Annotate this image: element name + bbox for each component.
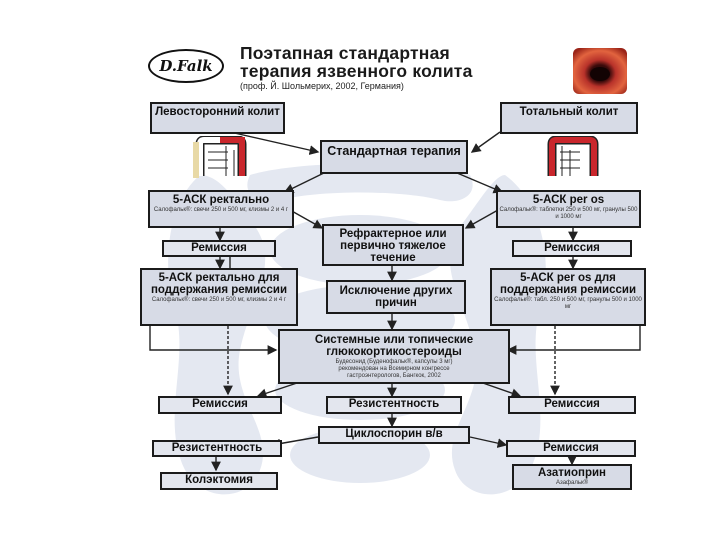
resistance-left-label: Резистентность [171, 442, 263, 454]
asa-rectal-detail: Салофальк®: свечи 250 и 500 мг, клизмы 2… [153, 207, 289, 213]
left-colitis-label: Левосторонний колит [155, 106, 280, 118]
asa-rectal-maint-detail: Салофальк®: свечи 250 и 500 мг, клизмы 2… [151, 297, 287, 303]
steroids-detail-1: Будесонид (Буденофальк®, капсулы 3 мг) [335, 359, 453, 365]
asa-oral-maint-title: 5-АСК per os для поддержания ремиссии [499, 272, 637, 296]
colectomy-label: Колэктомия [185, 474, 253, 486]
refractory-label: Рефрактерное или первично тяжелое течени… [339, 228, 447, 264]
asa-oral-maint-box: 5-АСК per os для поддержания ремиссии Са… [490, 268, 646, 326]
exclusion-box: Исключение других причин [326, 280, 466, 314]
remission-right-1-box: Ремиссия [512, 240, 632, 257]
asa-oral-maint-detail: Салофальк®: табл. 250 и 500 мг, гранулы … [494, 297, 642, 310]
asa-oral-title: 5-АСК per os [532, 194, 605, 206]
asa-rectal-maint-box: 5-АСК ректально для поддержания ремиссии… [140, 268, 298, 326]
azathioprine-detail: Азафальк® [555, 480, 589, 486]
steroids-title: Системные или топические глюкокортикосте… [314, 334, 474, 358]
cyclosporin-box: Циклоспорин в/в [318, 426, 470, 444]
asa-oral-box: 5-АСК per os Салофальк®: таблетки 250 и … [496, 190, 641, 228]
remission-left-2-box: Ремиссия [158, 396, 282, 414]
resistance-center-label: Резистентность [348, 398, 440, 410]
colon-right-icon [547, 136, 599, 176]
title-line-2: терапия язвенного колита [240, 61, 473, 81]
colectomy-box: Колэктомия [160, 472, 278, 490]
azathioprine-box: Азатиоприн Азафальк® [512, 464, 632, 490]
left-colitis-box: Левосторонний колит [150, 102, 285, 134]
colon-left-icon [193, 136, 247, 178]
total-colitis-box: Тотальный колит [500, 102, 638, 134]
asa-rectal-maint-title: 5-АСК ректально для поддержания ремиссии [150, 272, 288, 296]
standard-therapy-box: Стандартная терапия [320, 140, 468, 174]
asa-rectal-box: 5-АСК ректально Салофальк®: свечи 250 и … [148, 190, 294, 228]
steroids-box: Системные или топические глюкокортикосте… [278, 329, 510, 384]
remission-left-1-box: Ремиссия [162, 240, 276, 257]
standard-therapy-label: Стандартная терапия [327, 144, 461, 158]
resistance-left-box: Резистентность [152, 440, 282, 457]
remission-left-2-label: Ремиссия [192, 398, 248, 410]
cyclosporin-label: Циклоспорин в/в [345, 428, 443, 440]
remission-right-3-label: Ремиссия [543, 442, 599, 454]
total-colitis-label: Тотальный колит [519, 106, 619, 118]
asa-rectal-title: 5-АСК ректально [172, 194, 270, 206]
slide-subtitle: (проф. Й. Шольмерих, 2002, Германия) [240, 81, 404, 91]
refractory-box: Рефрактерное или первично тяжелое течени… [322, 224, 464, 266]
remission-right-1-label: Ремиссия [544, 242, 600, 254]
resistance-center-box: Резистентность [326, 396, 462, 414]
dr-falk-logo: D.Falk [148, 49, 224, 83]
endoscopy-image [573, 48, 627, 94]
asa-oral-detail: Салофальк®: таблетки 250 и 500 мг, грану… [499, 207, 638, 220]
remission-right-2-label: Ремиссия [544, 398, 600, 410]
steroids-detail-3: гастроэнтерологов, Бангкок, 2002 [347, 373, 441, 379]
slide-title: Поэтапная стандартная терапия язвенного … [240, 44, 473, 80]
remission-right-3-box: Ремиссия [506, 440, 636, 457]
remission-right-2-box: Ремиссия [508, 396, 636, 414]
azathioprine-title: Азатиоприн [538, 467, 606, 479]
remission-left-1-label: Ремиссия [191, 242, 247, 254]
logo-text: D.Falk [159, 57, 213, 75]
exclusion-label: Исключение других причин [339, 285, 453, 309]
title-line-1: Поэтапная стандартная [240, 43, 450, 63]
steroids-detail-2: рекомендован на Всемирном конгрессе [338, 366, 450, 372]
